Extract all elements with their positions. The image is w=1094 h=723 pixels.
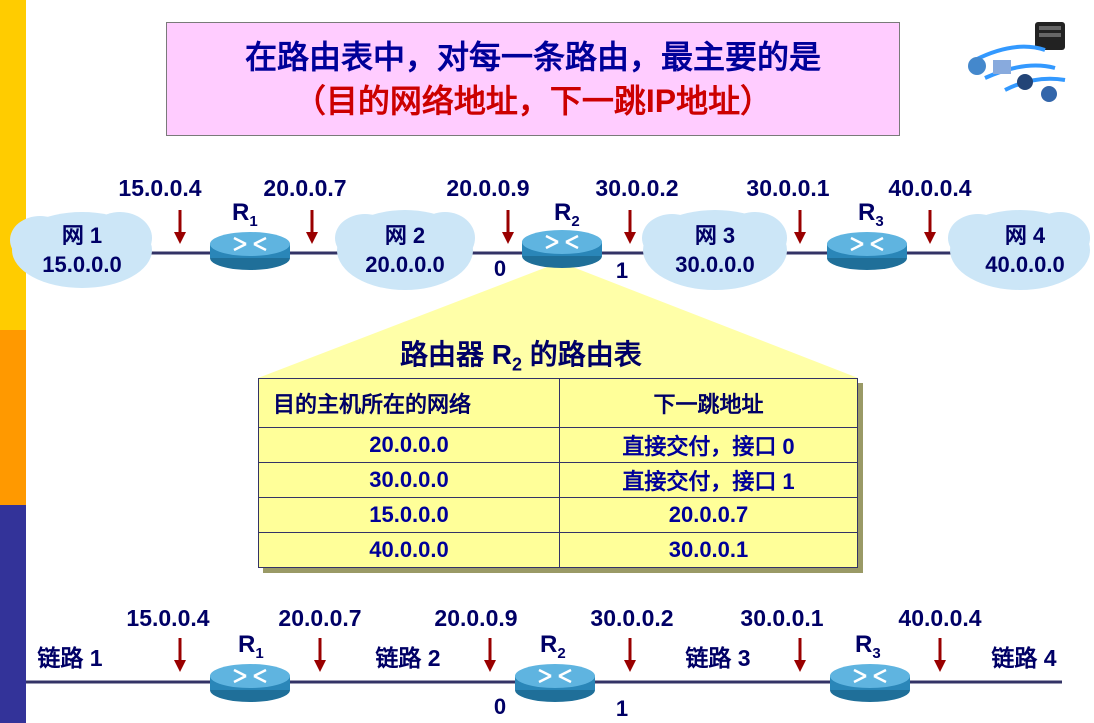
interface-ip-5-top: 30.0.0.1	[746, 175, 829, 201]
network-1-name: 网 1	[62, 223, 102, 248]
interface-ip-5-bottom: 30.0.0.1	[740, 605, 823, 631]
interface-ip-2-bottom: 20.0.0.7	[278, 605, 361, 631]
router-r1-label-bottom: R1	[238, 631, 264, 662]
network-4-name: 网 4	[1005, 223, 1046, 248]
link-2-label: 链路 2	[375, 645, 440, 671]
link-3-label: 链路 3	[685, 645, 750, 671]
table-row: 40.0.0.0 30.0.0.1	[258, 532, 858, 568]
network-3-name: 网 3	[695, 223, 735, 248]
cell-destination: 40.0.0.0	[258, 532, 560, 568]
network-1-addr: 15.0.0.0	[42, 252, 122, 277]
table-callout	[258, 262, 858, 378]
interface-ip-2-top: 20.0.0.7	[263, 175, 346, 201]
title-line-2: （目的网络地址，下一跳IP地址）	[293, 83, 773, 119]
sidebar-stripe-top	[0, 0, 26, 330]
routing-table-title: 路由器 R2 的路由表	[400, 333, 642, 376]
router-r3-top	[825, 230, 909, 272]
interface-ip-4-top: 30.0.0.2	[595, 175, 678, 201]
cell-next-hop: 30.0.0.1	[559, 532, 858, 568]
network-3-cloud	[642, 210, 787, 290]
port-0-top: 0	[494, 256, 506, 281]
routing-table: 目的主机所在的网络 下一跳地址 20.0.0.0 直接交付，接口 0 30.0.…	[258, 378, 858, 568]
title-line-1: 在路由表中，对每一条路由，最主要的是	[244, 39, 821, 75]
arrow-if-3-bottom	[482, 636, 498, 674]
router-r2-bottom	[513, 662, 597, 704]
router-r2-label-top: R2	[554, 199, 580, 230]
network-4-cloud	[948, 210, 1090, 290]
sidebar-stripe-mid	[0, 330, 26, 505]
router-r2-label-bottom: R2	[540, 631, 566, 662]
arrow-if-6-top	[922, 208, 938, 246]
router-r3-bottom	[828, 662, 912, 704]
network-devices-icon	[968, 22, 1066, 102]
router-r1-bottom	[208, 662, 292, 704]
title-box: 在路由表中，对每一条路由，最主要的是 （目的网络地址，下一跳IP地址）	[166, 22, 900, 136]
arrow-if-2-top	[304, 208, 320, 246]
sidebar-stripe-bottom	[0, 505, 26, 723]
router-r3-label-top: R3	[858, 199, 884, 230]
routing-table-title-tail: 的路由表	[522, 339, 642, 370]
router-r1-label-top: R1	[232, 199, 258, 230]
port-0-bottom: 0	[494, 694, 506, 719]
interface-ip-1-bottom: 15.0.0.4	[126, 605, 209, 631]
cell-destination: 20.0.0.0	[258, 427, 560, 463]
link-1-label: 链路 1	[37, 645, 102, 671]
link-4-label: 链路 4	[991, 645, 1056, 671]
arrow-if-4-top	[622, 208, 638, 246]
router-r3-label-bottom: R3	[855, 631, 881, 662]
arrow-if-5-top	[792, 208, 808, 246]
interface-ip-6-top: 40.0.0.4	[888, 175, 971, 201]
arrow-if-3-top	[500, 208, 516, 246]
routing-table-title-sub: 2	[512, 354, 523, 375]
cell-next-hop: 直接交付，接口 1	[559, 462, 858, 498]
network-2-name: 网 2	[385, 223, 425, 248]
interface-ip-1-top: 15.0.0.4	[118, 175, 201, 201]
header-destination-network: 目的主机所在的网络	[258, 378, 560, 428]
router-r2-top	[520, 228, 604, 270]
table-row: 15.0.0.0 20.0.0.7	[258, 497, 858, 533]
network-3-addr: 30.0.0.0	[675, 252, 755, 277]
cell-next-hop: 20.0.0.7	[559, 497, 858, 533]
routing-table-header: 目的主机所在的网络 下一跳地址	[258, 378, 858, 428]
network-1-cloud	[10, 212, 152, 288]
interface-ip-3-top: 20.0.0.9	[446, 175, 529, 201]
arrow-if-6-bottom	[932, 636, 948, 674]
network-2-addr: 20.0.0.0	[365, 252, 445, 277]
network-2-cloud	[335, 210, 475, 290]
cell-destination: 15.0.0.0	[258, 497, 560, 533]
interface-ip-3-bottom: 20.0.0.9	[434, 605, 517, 631]
arrow-if-4-bottom	[622, 636, 638, 674]
arrow-if-2-bottom	[312, 636, 328, 674]
cell-next-hop: 直接交付，接口 0	[559, 427, 858, 463]
router-r1-top	[208, 230, 292, 272]
routing-table-title-main: 路由器 R	[400, 339, 513, 370]
header-next-hop: 下一跳地址	[559, 378, 858, 428]
arrow-if-1-bottom	[172, 636, 188, 674]
arrow-if-1-top	[172, 208, 188, 246]
port-1-top: 1	[616, 258, 628, 283]
network-4-addr: 40.0.0.0	[985, 252, 1065, 277]
table-row: 20.0.0.0 直接交付，接口 0	[258, 427, 858, 463]
cell-destination: 30.0.0.0	[258, 462, 560, 498]
port-1-bottom: 1	[616, 696, 628, 721]
interface-ip-4-bottom: 30.0.0.2	[590, 605, 673, 631]
table-row: 30.0.0.0 直接交付，接口 1	[258, 462, 858, 498]
arrow-if-5-bottom	[792, 636, 808, 674]
interface-ip-6-bottom: 40.0.0.4	[898, 605, 981, 631]
